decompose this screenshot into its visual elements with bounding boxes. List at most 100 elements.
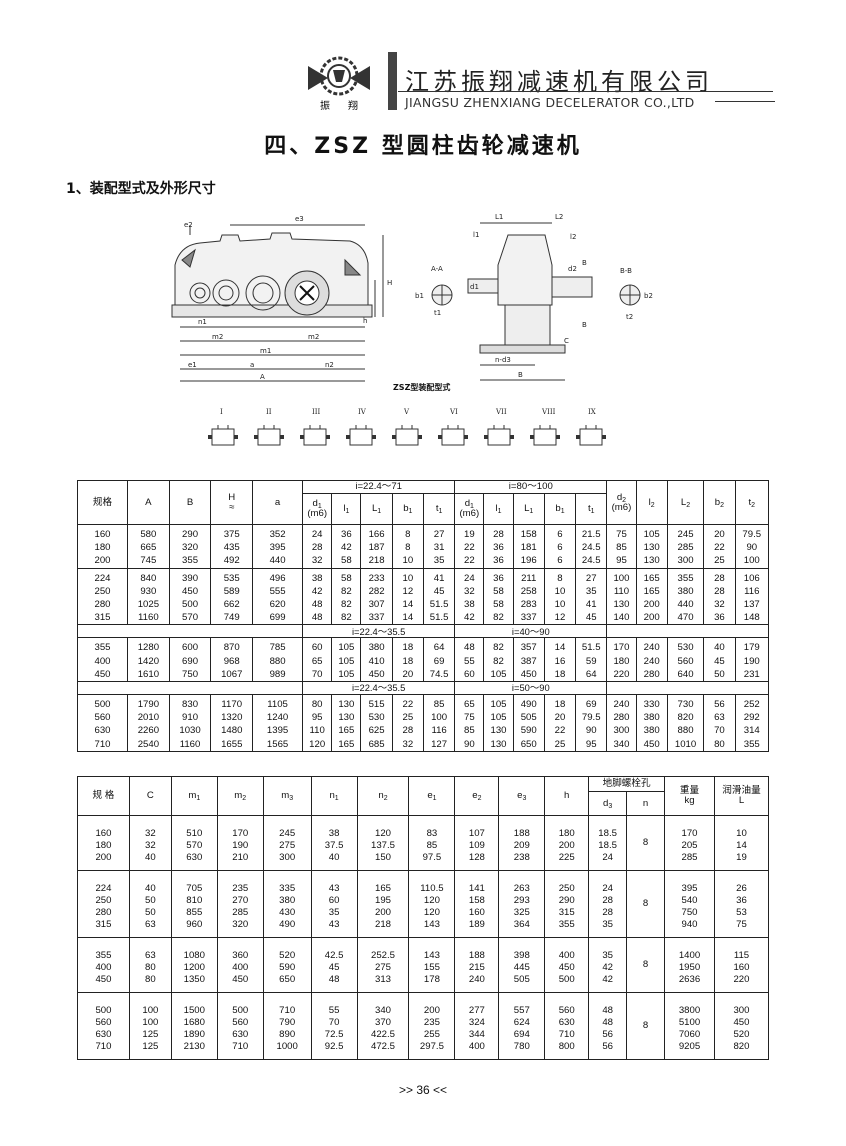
cell-value: 165 <box>643 572 660 584</box>
cell-value: 690 <box>182 655 199 667</box>
cell-value: 352 <box>269 529 286 540</box>
cell-value: 24 <box>463 572 475 584</box>
cell-value: 1080 <box>183 950 205 961</box>
cell-value: 125 <box>142 1029 159 1040</box>
cell-value: 280 <box>613 712 630 724</box>
cell-value: 337 <box>520 612 537 624</box>
cell-value: 400 <box>95 962 112 973</box>
cell-value: 450 <box>643 738 660 750</box>
col-b2: b2 <box>703 480 736 525</box>
cell-value: 45 <box>328 962 340 973</box>
assembly-variant-2: II <box>254 408 284 446</box>
front-view <box>171 224 384 382</box>
cell-value: 320 <box>182 542 199 554</box>
cell-value: 600 <box>182 642 199 654</box>
cell-value: 200 <box>423 1005 440 1016</box>
col-spec-2: 规 格 <box>77 776 130 816</box>
cell-value: 297.5 <box>419 1041 444 1052</box>
col-bolt-hole: 地脚螺栓孔 <box>588 775 666 793</box>
cell-value: 36 <box>714 612 725 624</box>
cell-value: 245 <box>677 529 694 540</box>
cell-value: 380 <box>677 585 694 597</box>
cell-value: 472.5 <box>371 1041 396 1052</box>
cell-value: 325 <box>513 907 530 918</box>
col-L1-b: L1 <box>512 493 545 525</box>
cell-value: 880 <box>677 725 694 737</box>
cell-value: 106 <box>743 572 760 584</box>
cell-value: 6 <box>557 542 563 554</box>
cell-value: 395 <box>681 883 698 894</box>
col-e1: e1 <box>408 776 456 816</box>
cell-value: 28 <box>714 572 725 584</box>
cell-value: 624 <box>513 1017 530 1028</box>
cell-value: 211 <box>521 572 537 584</box>
cell-value: 560 <box>94 712 111 724</box>
cell-value: 1890 <box>183 1029 205 1040</box>
cell-value: 80 <box>145 962 156 973</box>
cell-value: 65 <box>463 699 475 711</box>
cell-value: 285 <box>681 852 698 863</box>
cell-value: 150 <box>375 852 392 863</box>
cell-value: 395 <box>269 542 286 554</box>
cell-value: 105 <box>338 668 355 680</box>
cell-value: 51.5 <box>429 599 449 611</box>
cell-value: 63 <box>145 919 156 930</box>
assembly-variant-6: VI <box>438 408 468 446</box>
cell-value: 125 <box>142 1041 159 1052</box>
cell-value: 275 <box>375 962 392 973</box>
cell-value: 85 <box>433 699 445 711</box>
header-divider-bar <box>388 52 397 110</box>
cell-value: 699 <box>269 612 286 624</box>
cell-value: 282 <box>368 585 385 597</box>
cell-value: 250 <box>558 883 575 894</box>
cell-value: 750 <box>182 668 199 680</box>
svg-text:l1: l1 <box>473 231 479 239</box>
cell-value: 32 <box>145 828 156 839</box>
col-H: H≈ <box>210 480 254 525</box>
col-n2: n2 <box>356 776 410 816</box>
cell-value: 120 <box>423 895 440 906</box>
cell-value: 662 <box>223 599 240 611</box>
cell-value: 82 <box>493 612 504 624</box>
cell-value: 25 <box>554 738 566 750</box>
cell-value: 231 <box>743 668 760 680</box>
cell-value: 21.5 <box>581 529 601 540</box>
cell-value: 74.5 <box>429 668 449 680</box>
cell-value: 48 <box>328 974 340 985</box>
svg-text:C: C <box>564 337 569 345</box>
cell-value: 400 <box>94 655 111 667</box>
cell-value: 650 <box>279 974 296 985</box>
cell-value: 42.5 <box>324 950 344 961</box>
cell-value: 285 <box>232 907 249 918</box>
cell-value: 375 <box>223 529 240 540</box>
cell-value: 130 <box>338 699 355 711</box>
cell-value: 1500 <box>183 1005 205 1016</box>
cell-value: 165 <box>338 725 355 737</box>
